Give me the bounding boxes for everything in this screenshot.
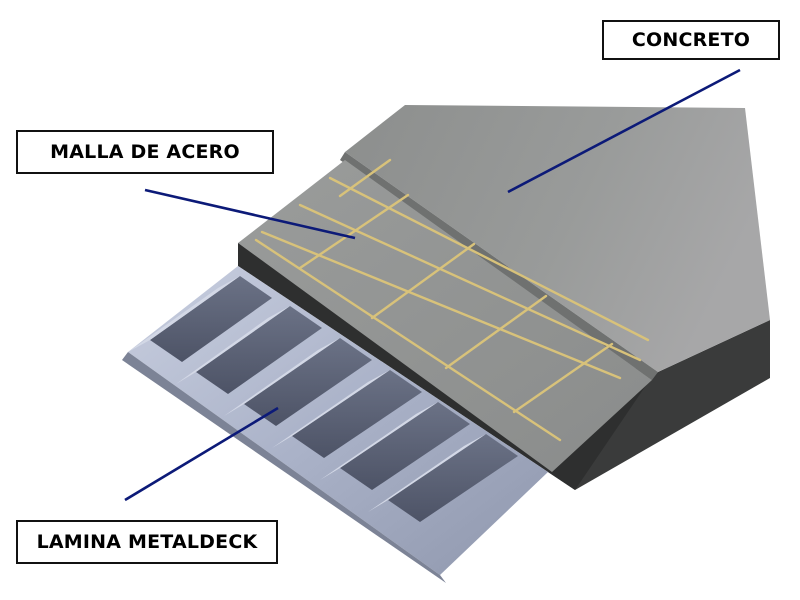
concrete-step-face — [340, 152, 658, 380]
steel-mesh — [254, 158, 650, 442]
concrete-slab-top — [238, 160, 652, 472]
mesh-bar-trans — [298, 193, 410, 270]
deck-rib-top — [176, 306, 290, 384]
deck-rib — [292, 370, 422, 458]
mesh-bar-long — [328, 176, 650, 342]
deck-rib-top — [272, 370, 390, 448]
label-lamina-metaldeck: LAMINA METALDECK — [16, 520, 278, 564]
deck-rib — [150, 276, 272, 362]
leader-lines — [124, 68, 741, 502]
deck-rib-top — [224, 338, 340, 416]
concrete-upper-band — [345, 105, 770, 372]
label-malla-de-acero: MALLA DE ACERO — [16, 130, 274, 174]
mesh-bar-long — [260, 230, 622, 380]
leader-line-lamina — [124, 406, 279, 502]
mesh-bar-trans — [512, 342, 614, 414]
mesh-bar-trans — [338, 158, 392, 198]
metal-deck — [122, 266, 548, 583]
deck-rib-top — [320, 402, 438, 480]
mesh-bar-long — [254, 238, 562, 442]
deck-front-lip — [122, 352, 446, 583]
deck-rib — [244, 338, 372, 426]
mesh-bar-trans — [370, 242, 476, 320]
leader-line-concreto — [507, 68, 741, 194]
label-lamina-text: LAMINA METALDECK — [36, 531, 258, 553]
deck-rib — [196, 306, 322, 394]
deck-rib — [340, 402, 470, 490]
label-concreto: CONCRETO — [602, 20, 780, 60]
label-concreto-text: CONCRETO — [631, 29, 751, 51]
deck-rib-top — [368, 434, 486, 512]
leader-line-malla — [144, 188, 356, 240]
mesh-bar-trans — [444, 294, 548, 370]
deck-rib — [388, 434, 518, 522]
deck-rib-top — [128, 276, 240, 352]
label-malla-text: MALLA DE ACERO — [50, 141, 240, 163]
